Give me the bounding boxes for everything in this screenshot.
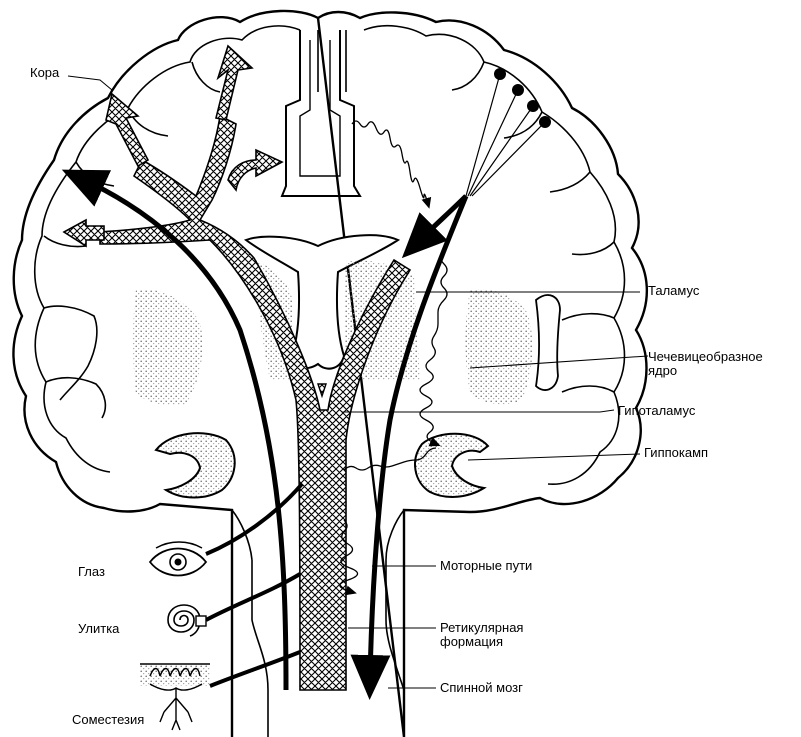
label-reticular-line2: формация (440, 634, 504, 649)
wavy-fiber-cortex (351, 120, 432, 209)
label-cochlea: Улитка (78, 621, 120, 636)
label-lentiform-line2: ядро (648, 363, 678, 378)
cortical-neurons (465, 68, 551, 197)
spinal-cord-boundary (251, 560, 405, 737)
eye-input-line (205, 482, 304, 556)
hatched-arrow-top (215, 44, 254, 121)
label-reticular-line1: Ретикулярная (440, 620, 524, 635)
hatched-arrow-hypothalamus (317, 383, 327, 399)
hippocampus-left (154, 432, 236, 499)
right-motor-tract (350, 195, 469, 700)
cochlea-icon (167, 604, 207, 637)
right-descending-to-thalamus (401, 194, 468, 259)
cochlea-input-line (205, 572, 302, 622)
leader-lines (67, 75, 649, 689)
right-sulci (451, 61, 615, 393)
hatched-arrow-left (62, 218, 105, 248)
cortex-inner-contour-right (345, 24, 626, 485)
somesthesia-input-line (209, 650, 301, 688)
corpus-callosum-inner (299, 40, 341, 177)
label-motor-pathways: Моторные пути (440, 558, 533, 573)
somesthesia-icon (140, 663, 210, 731)
label-cortex: Кора (30, 65, 60, 80)
label-hippocampus: Гиппокамп (644, 445, 709, 460)
wavy-fiber-reticular-down (339, 519, 359, 596)
label-lentiform-line1: Чечевицеобразное (648, 349, 763, 364)
wavy-fiber-hypothalamus (343, 447, 437, 471)
brain-outer-contour (12, 9, 648, 737)
reticular-formation (99, 114, 412, 691)
eye-icon (148, 541, 208, 577)
hatched-arrow-upper-left (105, 92, 150, 168)
hatched-arrow-right-branch (227, 148, 284, 192)
label-hypothalamus: Гипоталамус (618, 403, 696, 418)
brainstem-outline (231, 509, 405, 561)
interhemispheric-fissure (280, 30, 362, 197)
label-eye: Глаз (78, 564, 105, 579)
label-thalamus: Таламус (648, 283, 700, 298)
lentiform-right-stipple (465, 289, 533, 405)
hippocampus-right (414, 432, 490, 498)
right-insula-sulcus (535, 294, 561, 391)
lentiform-left-stipple (133, 289, 203, 406)
label-spinal-cord: Спинной мозг (440, 680, 523, 695)
lateral-ventricle (243, 234, 401, 370)
label-somesthesia: Соместезия (72, 712, 145, 727)
cortex-inner-contour-left (33, 25, 319, 473)
